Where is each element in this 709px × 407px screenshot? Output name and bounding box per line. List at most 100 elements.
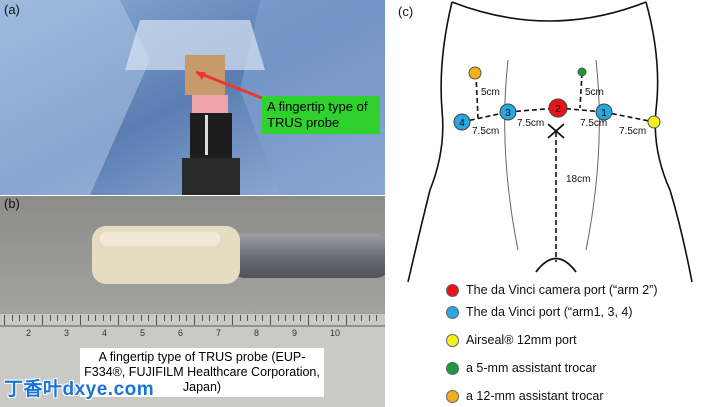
ruler-number: 8 bbox=[254, 328, 260, 338]
ruler-number: 10 bbox=[330, 328, 341, 338]
ruler-tick bbox=[308, 315, 309, 325]
ruler-tick bbox=[254, 315, 256, 321]
ruler-number: 4 bbox=[102, 328, 108, 338]
legend-item-5mm-trocar: a 5-mm assistant trocar bbox=[446, 360, 597, 376]
probe-caption: A fingertip type of TRUS probe (EUP-F334… bbox=[80, 348, 324, 397]
ruler-tick bbox=[72, 315, 74, 321]
rectus-line-left bbox=[504, 59, 519, 251]
ruler-tick bbox=[292, 315, 294, 321]
port-id-4: 4 bbox=[459, 118, 465, 129]
umbilicus-mark bbox=[547, 123, 565, 139]
ruler-tick bbox=[118, 315, 119, 325]
ruler-number: 5 bbox=[140, 328, 146, 338]
ruler-tick bbox=[247, 315, 249, 321]
ruler-tick bbox=[315, 315, 317, 321]
ruler-tick bbox=[270, 315, 271, 325]
distance-4-3: 7.5cm bbox=[472, 126, 499, 137]
legend-item-camera-port: The da Vinci camera port (“arm 2”) bbox=[446, 282, 658, 298]
ruler-tick bbox=[148, 315, 150, 321]
ruler-tick bbox=[19, 315, 21, 321]
ruler-tick bbox=[216, 315, 218, 321]
trocar-12mm-marker bbox=[468, 66, 482, 80]
ruler-tick bbox=[346, 315, 347, 325]
distance-trocar5: 5cm bbox=[585, 87, 604, 98]
ruler-number: 9 bbox=[292, 328, 298, 338]
ruler-tick bbox=[57, 315, 59, 321]
ruler-tick bbox=[300, 315, 302, 321]
ruler-number: 7 bbox=[216, 328, 222, 338]
ruler-tick bbox=[34, 315, 36, 321]
ruler-tick bbox=[171, 315, 173, 321]
panel-c-diagram: (c) bbox=[390, 0, 709, 407]
ruler-tick bbox=[232, 315, 233, 325]
ruler-tick bbox=[224, 315, 226, 321]
ruler-tick bbox=[156, 315, 157, 325]
legend-item-da-vinci-port: The da Vinci port (“arm1, 3, 4) bbox=[446, 304, 633, 320]
ruler-tick bbox=[277, 315, 279, 321]
ruler-tick bbox=[11, 315, 13, 321]
distance-trocar12: 5cm bbox=[481, 87, 500, 98]
ruler-tick bbox=[338, 315, 340, 321]
port-id-2: 2 bbox=[555, 104, 561, 115]
port-2-marker bbox=[548, 98, 568, 118]
rectus-line-right bbox=[585, 59, 600, 251]
pubic-arch bbox=[535, 257, 577, 273]
rib-margin bbox=[451, 1, 647, 22]
port-placement-diagram: 4 3 2 1 7.5cm 7.5cm 7.5cm 7.5cm 5cm 5cm … bbox=[407, 1, 693, 283]
ruler-tick bbox=[49, 315, 51, 321]
ruler-tick bbox=[262, 315, 264, 321]
probe-callout: A fingertip type of TRUS probe bbox=[262, 96, 380, 134]
legend-label: The da Vinci port (“arm1, 3, 4) bbox=[466, 305, 633, 319]
legend-item-airseal: Airseal® 12mm port bbox=[446, 332, 577, 348]
port-id-3: 3 bbox=[505, 108, 511, 119]
distance-to-pubis: 18cm bbox=[566, 174, 590, 185]
panel-label-a: (a) bbox=[4, 2, 20, 17]
callout-arrow bbox=[195, 70, 263, 100]
body-outline-left bbox=[407, 1, 453, 283]
ruler-tick bbox=[285, 315, 287, 321]
ruler-tick bbox=[323, 315, 325, 321]
legend-swatch bbox=[446, 333, 459, 347]
ruler-tick bbox=[163, 315, 165, 321]
ruler-tick bbox=[194, 315, 195, 325]
port-id-1: 1 bbox=[601, 108, 607, 119]
ruler-tick bbox=[209, 315, 211, 321]
legend-swatch bbox=[446, 283, 459, 297]
ruler-tick bbox=[4, 315, 5, 325]
legend-label: a 5-mm assistant trocar bbox=[466, 361, 597, 375]
legend-label: The da Vinci camera port (“arm 2”) bbox=[466, 283, 658, 297]
ruler-tick bbox=[80, 315, 81, 325]
port-3-marker bbox=[499, 103, 517, 121]
port-4-marker bbox=[453, 113, 471, 131]
legend-swatch bbox=[446, 361, 459, 375]
panel-label-c: (c) bbox=[398, 4, 414, 19]
ruler-tick bbox=[186, 315, 188, 321]
ruler-tick bbox=[26, 315, 28, 321]
legend-item-12mm-trocar: a 12-mm assistant trocar bbox=[446, 388, 604, 404]
ruler-tick bbox=[102, 315, 104, 321]
ruler-number: 3 bbox=[64, 328, 70, 338]
ruler-tick bbox=[239, 315, 241, 321]
legend-swatch bbox=[446, 305, 459, 319]
legend-label: Airseal® 12mm port bbox=[466, 333, 577, 347]
port-1-marker bbox=[595, 103, 613, 121]
ruler-tick bbox=[87, 315, 89, 321]
ruler-tick bbox=[110, 315, 112, 321]
ruler-tick bbox=[140, 315, 142, 321]
trocar-5mm-marker bbox=[577, 67, 587, 77]
site-watermark: 丁香叶dxye.com bbox=[4, 379, 155, 400]
ruler-tick bbox=[64, 315, 66, 321]
ruler-tick bbox=[201, 315, 203, 321]
airseal-port-marker bbox=[647, 115, 661, 129]
ruler-tick bbox=[42, 315, 43, 325]
ruler-tick bbox=[125, 315, 127, 321]
ruler-tick bbox=[368, 315, 370, 321]
distance-2-1: 7.5cm bbox=[580, 118, 607, 129]
distance-1-airseal: 7.5cm bbox=[619, 126, 646, 137]
legend-label: a 12-mm assistant trocar bbox=[466, 389, 604, 403]
ruler-tick bbox=[361, 315, 363, 321]
panel-label-b: (b) bbox=[4, 196, 20, 211]
ruler-tick bbox=[133, 315, 135, 321]
body-outline-right bbox=[645, 1, 693, 283]
